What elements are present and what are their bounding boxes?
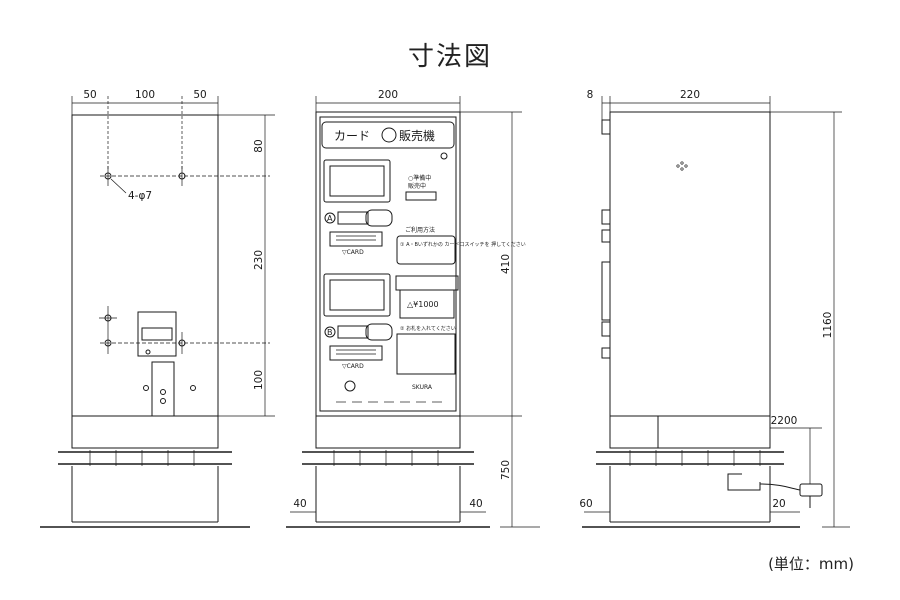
status-label: ○準備中 xyxy=(408,174,431,182)
logo-icon xyxy=(344,380,356,392)
upper-display xyxy=(323,159,391,203)
front-header xyxy=(321,121,455,149)
back-view: 50 100 50 4-φ7 xyxy=(40,89,275,528)
mount-holes-bottom xyxy=(99,306,270,354)
dim-side-offset: 8 xyxy=(587,89,594,101)
cable-conduit xyxy=(727,473,761,491)
dim-front-width: 200 xyxy=(378,89,398,101)
page-title: 寸法図 xyxy=(407,42,492,72)
card-slot-a xyxy=(329,231,383,247)
back-cabinet xyxy=(71,114,219,417)
dim-back-v2: 230 xyxy=(253,250,265,270)
step1-box xyxy=(396,235,456,265)
status-label2: 販売中 xyxy=(408,182,426,190)
card-label-b: ▽CARD xyxy=(342,363,364,370)
dim-side-width: 220 xyxy=(680,89,700,101)
front-view: カード 販売機 ○準備中 販売中 A ▽CARD ご利用方法 ① A・Bいずれか… xyxy=(286,89,540,528)
dim-back-right: 50 xyxy=(193,89,206,101)
coin-icon xyxy=(381,127,397,143)
slot-a-badge xyxy=(324,212,336,224)
slot-b-button[interactable] xyxy=(365,323,393,341)
slot-a-label: A xyxy=(327,214,333,223)
dim-back-left: 50 xyxy=(83,89,96,101)
dim-front-base-left: 40 xyxy=(293,498,306,510)
header-label: カード xyxy=(334,129,370,143)
dim-front-base-right: 40 xyxy=(469,498,482,510)
mount-holes-top xyxy=(100,166,270,186)
slot-b-label: B xyxy=(327,328,333,337)
bill-tray xyxy=(396,333,456,375)
lower-display xyxy=(323,273,391,317)
back-bracket xyxy=(137,311,177,357)
dim-back-center: 100 xyxy=(135,89,155,101)
back-plate xyxy=(151,361,175,417)
dim-side-base-right: 20 xyxy=(772,498,785,510)
dim-back-v1: 80 xyxy=(253,139,265,152)
hole-callout: 4-φ7 xyxy=(128,190,152,202)
back-stand-top xyxy=(71,415,219,449)
slot-a-button[interactable] xyxy=(365,209,393,227)
dim-front-height: 410 xyxy=(500,254,512,274)
indicator-icon xyxy=(440,152,448,160)
side-view: 8 220 1160 2200 60 20 xyxy=(579,89,850,528)
step2-text: ② お札を入れてください xyxy=(400,325,456,332)
howto-title: ご利用方法 xyxy=(405,226,435,234)
bill-slot xyxy=(395,275,459,291)
card-label-a: ▽CARD xyxy=(342,249,364,256)
dim-side-height: 1160 xyxy=(822,312,834,339)
side-cabinet xyxy=(609,111,771,417)
dim-stand-height: 750 xyxy=(500,460,512,480)
dim-back-v3: 100 xyxy=(253,370,265,390)
unit-note: (単位：mm) xyxy=(768,555,854,573)
price-label: △¥1000 xyxy=(407,300,439,309)
dim-side-base-left: 60 xyxy=(579,498,592,510)
brand-label: SKURA xyxy=(412,384,433,391)
dim-cable-length: 2200 xyxy=(771,415,798,427)
slot-b-badge xyxy=(324,326,336,338)
step1-text: ① A・Bいずれかの カード口スイッチを 押してください xyxy=(400,241,526,248)
header-label2: 販売機 xyxy=(399,128,435,143)
card-slot-b xyxy=(329,345,383,361)
power-plug-icon xyxy=(799,483,823,497)
